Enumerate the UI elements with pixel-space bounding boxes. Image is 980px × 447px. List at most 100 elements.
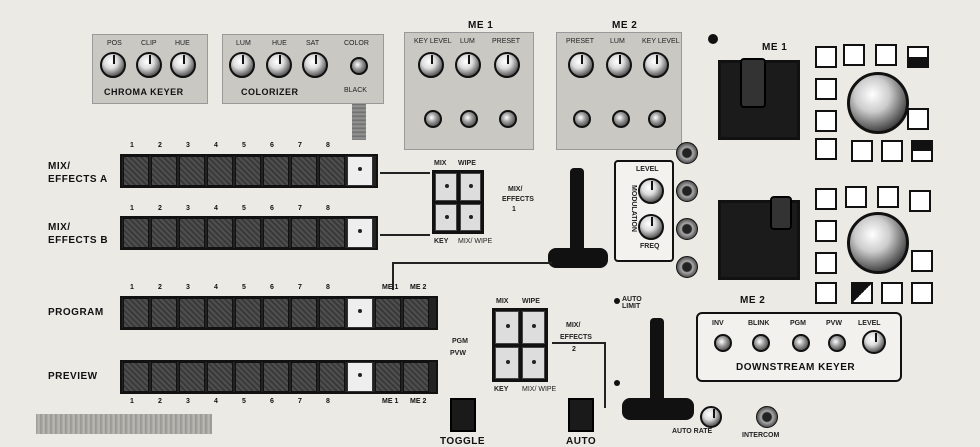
mix-b-button-5[interactable] (235, 218, 261, 248)
dsk-inv-toggle[interactable] (714, 334, 732, 352)
pgm-transition-mixwipe-button[interactable] (521, 346, 545, 379)
program-button-4[interactable] (207, 298, 233, 328)
me2-pattern-11[interactable] (911, 282, 933, 304)
program-button-5[interactable] (235, 298, 261, 328)
me1-pattern-4[interactable] (907, 46, 929, 68)
modulation-level-knob[interactable] (638, 178, 664, 204)
preview-button-3[interactable] (179, 362, 205, 392)
preview-button-6[interactable] (263, 362, 289, 392)
colorizer-sat-knob[interactable] (302, 52, 328, 78)
program-button-6[interactable] (263, 298, 289, 328)
preview-button-2[interactable] (151, 362, 177, 392)
me1-tbar-lever[interactable] (570, 168, 584, 254)
mix-a-button-1[interactable] (123, 156, 149, 186)
me2-key-level-knob[interactable] (643, 52, 669, 78)
mod-jack-2[interactable] (676, 180, 698, 202)
me2-preset-knob[interactable] (568, 52, 594, 78)
me1-preset-knob[interactable] (494, 52, 520, 78)
colorizer-lum-knob[interactable] (229, 52, 255, 78)
dsk-level-knob[interactable] (862, 330, 886, 354)
me1-pattern-8[interactable] (815, 138, 837, 160)
pgm-transition-mix-button[interactable] (495, 311, 519, 344)
me2-pattern-9[interactable] (851, 282, 873, 304)
program-button-2[interactable] (151, 298, 177, 328)
me1-pattern-6[interactable] (815, 110, 837, 132)
mod-jack-4[interactable] (676, 256, 698, 278)
joystick-me2[interactable] (718, 200, 800, 280)
joystick-me2-handle[interactable] (770, 196, 792, 230)
colorizer-hue-knob[interactable] (266, 52, 292, 78)
mix-b-button-8[interactable] (319, 218, 345, 248)
me2-pattern-6[interactable] (815, 252, 837, 274)
toggle-button[interactable] (450, 398, 476, 432)
mix-a-button-2[interactable] (151, 156, 177, 186)
pgm-transition-wipe-button[interactable] (521, 311, 545, 344)
me1-tbar-handle[interactable] (548, 248, 608, 268)
dsk-blink-toggle[interactable] (752, 334, 770, 352)
mix-a-button-3[interactable] (179, 156, 205, 186)
dsk-pvw-toggle[interactable] (828, 334, 846, 352)
me2-pattern-10[interactable] (881, 282, 903, 304)
dsk-pgm-toggle[interactable] (792, 334, 810, 352)
me1-pattern-wheel[interactable] (847, 72, 909, 134)
me2-lum-knob[interactable] (606, 52, 632, 78)
modulation-freq-knob[interactable] (638, 214, 664, 240)
mix-b-button-7[interactable] (291, 218, 317, 248)
program-button-7[interactable] (291, 298, 317, 328)
me2-pattern-5[interactable] (815, 220, 837, 242)
program-button-8[interactable] (319, 298, 345, 328)
mix-b-button-4[interactable] (207, 218, 233, 248)
mix-a-button-8[interactable] (319, 156, 345, 186)
mix-a-button-6[interactable] (263, 156, 289, 186)
program-button-me1[interactable] (375, 298, 401, 328)
mix-b-button-black[interactable] (347, 218, 373, 248)
me2-pattern-7[interactable] (911, 250, 933, 272)
preview-button-8[interactable] (319, 362, 345, 392)
program-button-1[interactable] (123, 298, 149, 328)
preview-button-7[interactable] (291, 362, 317, 392)
preview-button-me1[interactable] (375, 362, 401, 392)
me1-toggle-1[interactable] (424, 110, 442, 128)
joystick-me1-handle[interactable] (740, 58, 766, 108)
chroma-pos-knob[interactable] (100, 52, 126, 78)
me2-pattern-2[interactable] (845, 186, 867, 208)
me1-toggle-3[interactable] (499, 110, 517, 128)
chroma-clip-knob[interactable] (136, 52, 162, 78)
me1-toggle-2[interactable] (460, 110, 478, 128)
me2-pattern-1[interactable] (815, 188, 837, 210)
me-transition-mixwipe-button[interactable] (459, 203, 481, 231)
mod-jack-1[interactable] (676, 142, 698, 164)
intercom-jack[interactable] (756, 406, 778, 428)
me2-pattern-3[interactable] (877, 186, 899, 208)
preview-button-black[interactable] (347, 362, 373, 392)
me1-pattern-5[interactable] (815, 78, 837, 100)
me1-pattern-3[interactable] (875, 44, 897, 66)
me1-pattern-10[interactable] (881, 140, 903, 162)
mix-a-button-4[interactable] (207, 156, 233, 186)
mix-a-button-7[interactable] (291, 156, 317, 186)
mix-b-button-1[interactable] (123, 218, 149, 248)
me-transition-wipe-button[interactable] (459, 173, 481, 201)
preview-button-me2[interactable] (403, 362, 429, 392)
pgm-tbar-lever[interactable] (650, 318, 664, 406)
program-button-me2[interactable] (403, 298, 429, 328)
me1-key-level-knob[interactable] (418, 52, 444, 78)
mix-a-button-black[interactable] (347, 156, 373, 186)
program-button-black[interactable] (347, 298, 373, 328)
me-transition-key-button[interactable] (435, 203, 457, 231)
preview-button-5[interactable] (235, 362, 261, 392)
me1-pattern-9[interactable] (851, 140, 873, 162)
mod-jack-3[interactable] (676, 218, 698, 240)
me1-pattern-1[interactable] (815, 46, 837, 68)
mix-b-button-6[interactable] (263, 218, 289, 248)
colorizer-color-toggle[interactable] (350, 57, 368, 75)
me-transition-mix-button[interactable] (435, 173, 457, 201)
me1-pattern-11[interactable] (911, 140, 933, 162)
mix-a-button-5[interactable] (235, 156, 261, 186)
mix-b-button-3[interactable] (179, 218, 205, 248)
me1-pattern-2[interactable] (843, 44, 865, 66)
me1-lum-knob[interactable] (455, 52, 481, 78)
preview-button-1[interactable] (123, 362, 149, 392)
me2-pattern-8[interactable] (815, 282, 837, 304)
me2-toggle-3[interactable] (648, 110, 666, 128)
